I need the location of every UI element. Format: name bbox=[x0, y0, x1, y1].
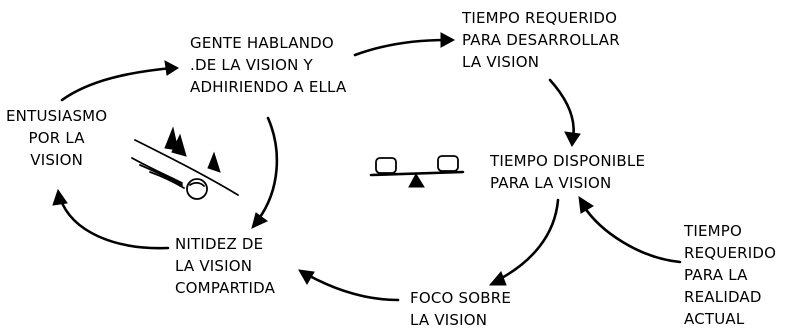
node-line: PARA DESARROLLAR bbox=[462, 31, 620, 49]
node-line: .DE LA VISION Y bbox=[190, 56, 313, 74]
node-line: REALIDAD bbox=[684, 288, 762, 306]
arrow-foco-to-nitidez bbox=[298, 269, 400, 302]
arrow-nitidez-to-entusiasmo bbox=[52, 188, 170, 250]
node-line: LA VISION bbox=[410, 311, 488, 329]
node-line: LA VISION bbox=[462, 53, 540, 71]
node-tiempo-disponible: TIEMPO DISPONIBLE PARA LA VISION bbox=[490, 150, 645, 194]
arrow-tiempo-requerido-to-tiempo-disponible bbox=[548, 78, 581, 147]
node-line: GENTE HABLANDO bbox=[190, 34, 334, 52]
node-line: FOCO SOBRE bbox=[410, 289, 512, 307]
node-line: TIEMPO DISPONIBLE bbox=[490, 152, 646, 170]
node-line: REQUERIDO bbox=[684, 244, 777, 262]
node-line: TIEMPO REQUERIDO bbox=[462, 9, 618, 27]
node-line: COMPARTIDA bbox=[175, 279, 276, 297]
node-tiempo-realidad-actual: TIEMPO REQUERIDO PARA LA REALIDAD ACTUAL bbox=[684, 220, 776, 330]
balance-seesaw-icon bbox=[369, 155, 465, 188]
node-line: TIEMPO bbox=[684, 222, 743, 240]
node-foco: FOCO SOBRE LA VISION bbox=[410, 287, 511, 331]
node-line: ACTUAL bbox=[684, 310, 745, 328]
arrow-gente-to-tiempo-requerido bbox=[353, 32, 456, 57]
node-line: LA VISION bbox=[175, 257, 253, 275]
snowball-rolling-downhill-icon bbox=[131, 126, 239, 200]
node-gente-hablando: GENTE HABLANDO .DE LA VISION Y ADHIRIEND… bbox=[190, 32, 346, 98]
node-entusiasmo: ENTUSIASMO POR LA VISION bbox=[6, 105, 107, 171]
arrow-tiempo-disponible-to-foco bbox=[488, 198, 560, 286]
node-line: ENTUSIASMO bbox=[6, 107, 108, 125]
arrow-entusiasmo-to-gente bbox=[60, 60, 179, 102]
node-line: NITIDEZ DE bbox=[175, 235, 264, 253]
arrow-tiempo-realidad-to-tiempo-disponible bbox=[578, 196, 682, 264]
node-line: VISION bbox=[30, 151, 84, 169]
node-line: ADHIRIENDO A ELLA bbox=[190, 78, 347, 96]
node-line: PARA LA bbox=[684, 266, 748, 284]
node-line: PARA LA VISION bbox=[490, 174, 612, 192]
node-line: POR LA bbox=[28, 129, 85, 147]
node-tiempo-requerido: TIEMPO REQUERIDO PARA DESARROLLAR LA VIS… bbox=[462, 7, 620, 73]
node-nitidez: NITIDEZ DE LA VISION COMPARTIDA bbox=[175, 233, 275, 299]
arrow-gente-to-nitidez bbox=[251, 116, 279, 229]
